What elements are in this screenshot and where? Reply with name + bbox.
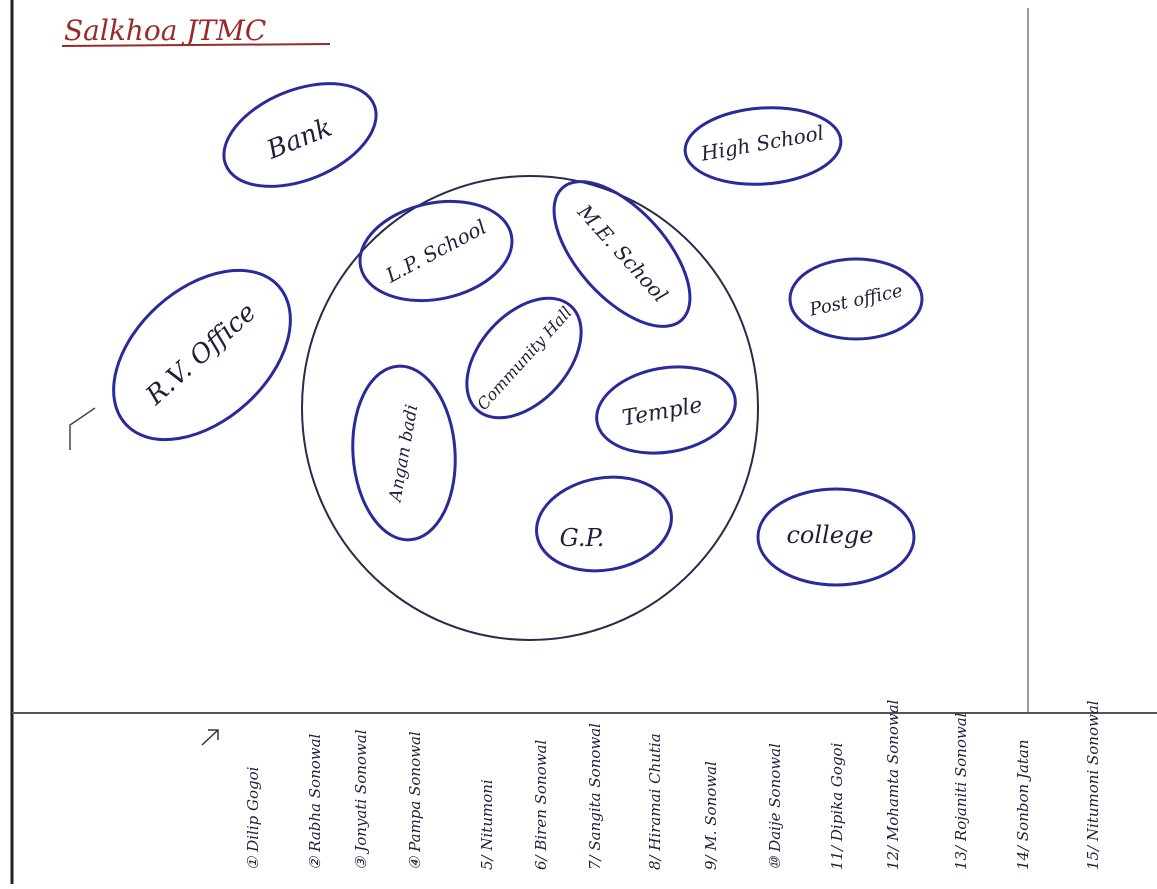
list-item: 11/ Dipika Gogoi	[828, 742, 846, 870]
node-label: Angan badi	[385, 403, 422, 505]
list-item: 13/ Rojaniti Sonowal	[952, 712, 970, 870]
node-label: Bank	[262, 113, 336, 166]
village-boundary	[301, 175, 759, 641]
list-item: 7/ Sangita Sonowal	[586, 723, 604, 870]
names-list: ① Dilip Gogoi ② Rabha Sonowal ③ Jonyati …	[244, 699, 1102, 870]
list-item: ④ Pampa Sonowal	[406, 731, 424, 870]
list-item: 6/ Biren Sonowal	[532, 740, 550, 870]
arrow-icon	[201, 729, 219, 746]
list-item: 5/ Nitumoni	[478, 779, 496, 870]
list-item: ⑩ Daije Sonowal	[766, 743, 784, 870]
list-item: ③ Jonyati Sonowal	[352, 729, 370, 870]
node-label: Temple	[620, 393, 704, 432]
list-item: ② Rabha Sonowal	[306, 733, 324, 870]
node-college: college	[756, 487, 916, 587]
node-community-hall: Community Hall	[465, 296, 583, 420]
list-item: 15/ Nitumoni Sonowal	[1084, 700, 1102, 870]
list-item: 14/ Sonbon Jatan	[1014, 739, 1032, 870]
node-post-office: Post office	[788, 257, 924, 341]
diagram-title: Salkhoa JTMC	[64, 14, 266, 47]
node-lp-school: L.P. School	[358, 199, 514, 303]
node-bank: Bank	[222, 82, 378, 188]
list-item: 8/ Hiramai Chutia	[646, 733, 664, 870]
node-anganwadi: Angan badi	[351, 364, 457, 542]
node-temple: Temple	[595, 365, 737, 455]
node-label: Community Hall	[473, 303, 576, 414]
node-label: L.P. School	[381, 215, 490, 288]
title-underline	[61, 43, 331, 47]
node-gp: G.P.	[535, 475, 673, 573]
list-item: ① Dilip Gogoi	[244, 766, 262, 870]
list-item: 9/ M. Sonowal	[702, 761, 720, 870]
stray-mark	[69, 407, 96, 450]
node-label: Post office	[807, 280, 905, 320]
node-label: college	[786, 521, 873, 549]
node-high-school: High School	[683, 106, 843, 186]
node-rv-office: R.V. Office	[112, 268, 292, 442]
node-label: High School	[698, 120, 825, 165]
node-label: R.V. Office	[140, 297, 262, 411]
list-item: 12/ Mohamta Sonowal	[884, 699, 902, 870]
node-label: G.P.	[560, 524, 605, 552]
